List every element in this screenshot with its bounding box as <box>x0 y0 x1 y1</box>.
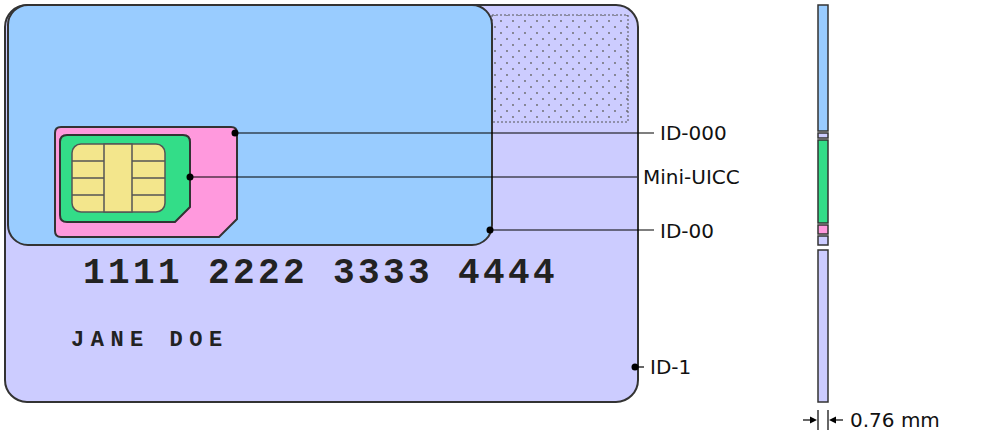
leader-dot <box>487 227 494 234</box>
id1-card <box>5 5 638 402</box>
dimension-tick <box>827 410 828 430</box>
dimension-arrowhead <box>810 417 817 424</box>
part-label: ID-1 <box>650 356 691 378</box>
dimension-tick <box>817 410 818 430</box>
part-label: Mini-UICC <box>643 166 740 188</box>
side-view <box>818 5 828 402</box>
dimension-arrowhead <box>829 417 836 424</box>
leader-line <box>235 132 654 133</box>
leader-dots <box>187 130 639 371</box>
chip-body <box>72 144 165 212</box>
side-gap <box>818 133 828 138</box>
part-label: ID-000 <box>660 122 727 144</box>
chip-line <box>72 160 104 162</box>
chip-line <box>72 194 104 196</box>
id00-card <box>8 5 492 245</box>
leader-dot <box>232 130 239 137</box>
side-gap <box>818 236 828 245</box>
chip-center <box>104 144 132 212</box>
dimension-label: 0.76 mm <box>850 409 940 431</box>
chip-line <box>72 177 104 179</box>
leader-dot <box>187 174 194 181</box>
side-id000 <box>818 225 828 234</box>
chip-line <box>132 160 165 162</box>
dotted-area <box>492 15 628 122</box>
thickness-dimension <box>803 410 843 430</box>
id000-card <box>55 127 237 237</box>
side-mini-uicc <box>818 140 828 223</box>
side-id1 <box>818 250 828 402</box>
leader-dot <box>632 364 639 371</box>
chip-line <box>132 194 165 196</box>
leader-lines <box>190 133 654 367</box>
chip-contacts <box>72 144 165 212</box>
card-number: 1111 2222 3333 4444 <box>83 253 558 294</box>
cardholder-name: JANE DOE <box>71 328 229 353</box>
mini-uicc-card <box>60 135 190 222</box>
leader-line <box>190 176 637 177</box>
chip-line <box>132 177 165 179</box>
part-label: ID-00 <box>660 220 714 242</box>
side-id00 <box>818 5 828 131</box>
leader-line <box>490 229 654 230</box>
card-node: 1111 2222 3333 4444JANE DOE <box>5 5 638 402</box>
